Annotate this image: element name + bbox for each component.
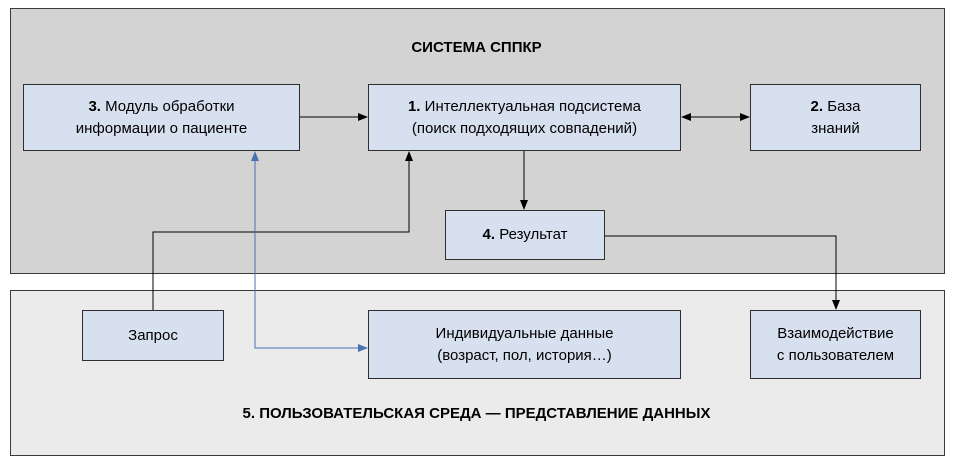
node-number: 1. bbox=[407, 97, 421, 115]
node-label-line1: Запрос bbox=[128, 326, 178, 344]
node-label-line1: Интеллектуальная подсистема bbox=[424, 97, 642, 115]
node-label-line1: База bbox=[827, 97, 861, 115]
node-number: 4. bbox=[482, 226, 496, 243]
node-result: 4. Результат bbox=[445, 210, 605, 260]
node-label-line1: Модуль обработки bbox=[105, 97, 235, 115]
node-individual-data: Индивидуальные данные (возраст, пол, ист… bbox=[368, 310, 681, 379]
node-label-line1: Индивидуальные данные bbox=[435, 324, 614, 342]
user-environment-title: 5. ПОЛЬЗОВАТЕЛЬСКАЯ СРЕДА — ПРЕДСТАВЛЕНИ… bbox=[242, 405, 711, 422]
node-user-interaction: Взаимодействие с пользователем bbox=[750, 310, 921, 379]
node-number: 2. bbox=[810, 97, 824, 115]
arrow-result-to-interaction bbox=[605, 235, 840, 310]
node-label-line2: знаний bbox=[811, 119, 860, 137]
node-label-line1: Результат bbox=[499, 226, 568, 243]
node-label-line2: (возраст, пол, история…) bbox=[437, 346, 612, 364]
node-label-line2: с пользователем bbox=[776, 346, 895, 364]
node-label-line2: информации о пациенте bbox=[75, 119, 248, 137]
node-patient-info-module: 3. Модуль обработки информации о пациент… bbox=[23, 84, 300, 151]
node-query: Запрос bbox=[82, 310, 224, 361]
node-intelligent-subsystem: 1. Интеллектуальная подсистема (поиск по… bbox=[368, 84, 681, 151]
arrow-query-to-intel bbox=[152, 151, 413, 310]
node-label-line2: (поиск подходящих совпадений) bbox=[411, 119, 638, 137]
node-label-line1: Взаимодействие bbox=[777, 324, 894, 342]
system-title: СИСТЕМА СППКР bbox=[411, 39, 542, 56]
arrow-module-individual-data bbox=[251, 151, 368, 352]
node-number: 3. bbox=[88, 97, 101, 115]
node-knowledge-base: 2. База знаний bbox=[750, 84, 921, 151]
